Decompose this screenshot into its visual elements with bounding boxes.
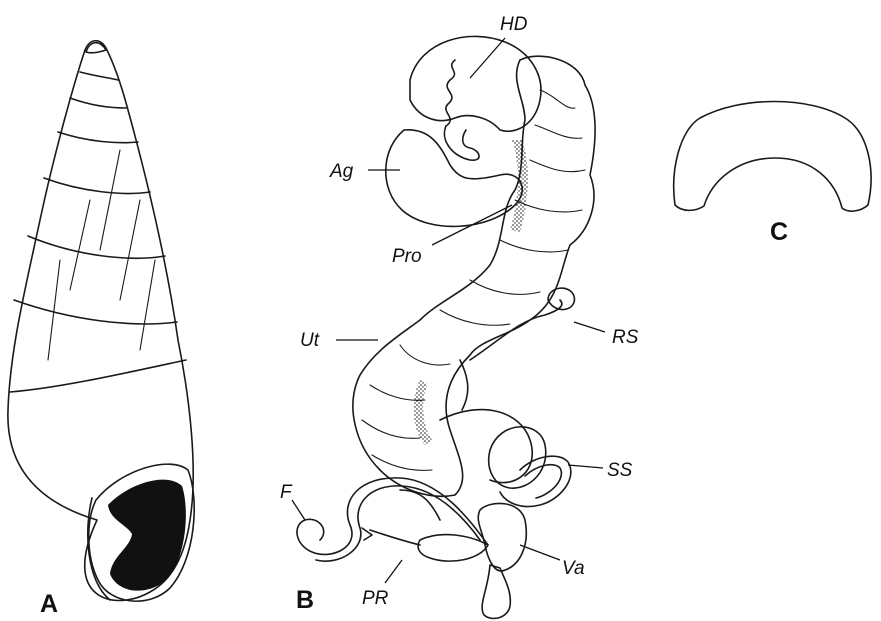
panel-label-a: A [40,590,58,618]
jaw-illustration [674,102,871,212]
shell-illustration [8,41,194,601]
label-ss: SS [607,460,633,481]
label-ut: Ut [300,330,320,351]
leader-pr [385,560,402,583]
reproductive-system-illustration [297,36,595,618]
leader-rs [574,322,605,332]
label-rs: RS [612,327,639,348]
label-pr: PR [362,588,389,609]
label-ag: Ag [329,161,354,182]
leader-va [520,545,560,560]
leader-f [292,500,305,520]
label-va: Va [562,558,585,579]
label-hd: HD [500,14,528,35]
panel-label-c: C [770,218,788,246]
label-f: F [280,482,293,503]
leader-hd [470,38,505,78]
label-pro: Pro [392,246,422,267]
leader-ss [568,465,603,468]
panel-label-b: B [296,586,314,614]
